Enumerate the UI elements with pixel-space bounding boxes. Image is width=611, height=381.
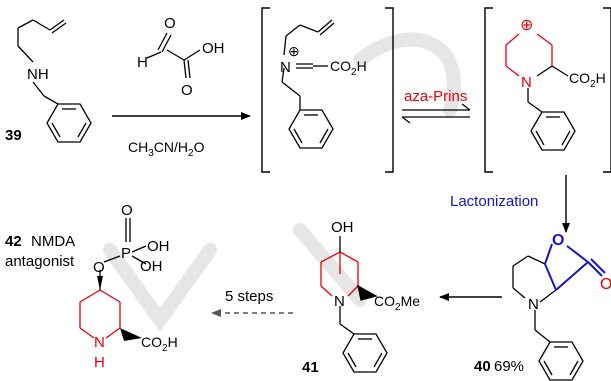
compound-41-nitrogen: N — [334, 293, 345, 310]
compound-41-sidechains — [339, 236, 388, 373]
compound-41-ring — [320, 251, 359, 297]
compound-42-p-double-o: O — [121, 202, 133, 219]
reagent-aldehyde-h: H — [137, 54, 148, 71]
iminium-structure — [281, 19, 335, 149]
iminium-charge: ⊕ — [288, 43, 300, 59]
compound-42-p-oh2: OH — [140, 258, 163, 275]
iminium-nitrogen: N — [280, 59, 291, 76]
reagent-aldehyde-o: O — [164, 15, 176, 32]
equilibrium-arrows — [401, 103, 471, 124]
compound-42-wedge-acid — [120, 328, 142, 341]
compound-41-number: 41 — [302, 359, 319, 376]
compound-42-descriptor-line2: antagonist — [5, 253, 75, 270]
compound-40-core — [512, 255, 584, 381]
compound-42-p-oh1: OH — [147, 238, 170, 255]
compound-40-ring-o: O — [552, 232, 564, 249]
compound-41-hydroxyl: OH — [331, 219, 354, 236]
glyoxylic-acid — [146, 32, 201, 79]
equilibrium-label: aza-Prins — [404, 88, 467, 105]
compound-42-nh-hydrogen: H — [94, 354, 105, 371]
compound-42-ester-o: O — [93, 259, 105, 276]
compound-42-ring-red — [79, 289, 121, 339]
compound-40-lactone — [544, 243, 606, 291]
final-step-label: 5 steps — [225, 288, 273, 305]
compound-39-number: 39 — [5, 127, 22, 144]
cation-sidechains — [527, 65, 576, 151]
compound-39-amine: NH — [27, 66, 49, 83]
compound-40-carbonyl-o: O — [600, 276, 611, 293]
conditions-solvent: CH3CN/H2O — [128, 139, 205, 159]
compound-40-nitrogen: N — [528, 296, 539, 313]
compound-41-ester: CO2Me — [374, 293, 420, 313]
iminium-acid-group: CO2H — [330, 58, 367, 78]
iminium-brackets — [261, 7, 394, 173]
reagent-keto-o: O — [181, 82, 193, 99]
compound-42-nitrogen: N — [94, 334, 105, 351]
compound-40-yield: 69% — [494, 358, 524, 375]
compound-42-wedge-o — [97, 276, 103, 290]
compound-42-number: 42 — [5, 233, 22, 250]
cation-nitrogen: N — [521, 74, 532, 91]
lactonization-label: Lactonization — [450, 193, 538, 210]
compound-40-number: 40 — [474, 358, 491, 375]
cation-charge: ⊕ — [520, 17, 533, 34]
compound-39 — [17, 19, 92, 143]
cation-acid-group: CO2H — [569, 70, 606, 90]
watermark — [103, 32, 461, 333]
compound-42-descriptor-line1: NMDA — [31, 233, 75, 250]
compound-42-acid: CO2H — [141, 334, 178, 354]
cation-ring-red — [505, 33, 553, 77]
cation-brackets — [484, 7, 611, 173]
compound-42-phosphorus: P — [121, 245, 131, 262]
reagent-oh: OH — [202, 40, 225, 57]
